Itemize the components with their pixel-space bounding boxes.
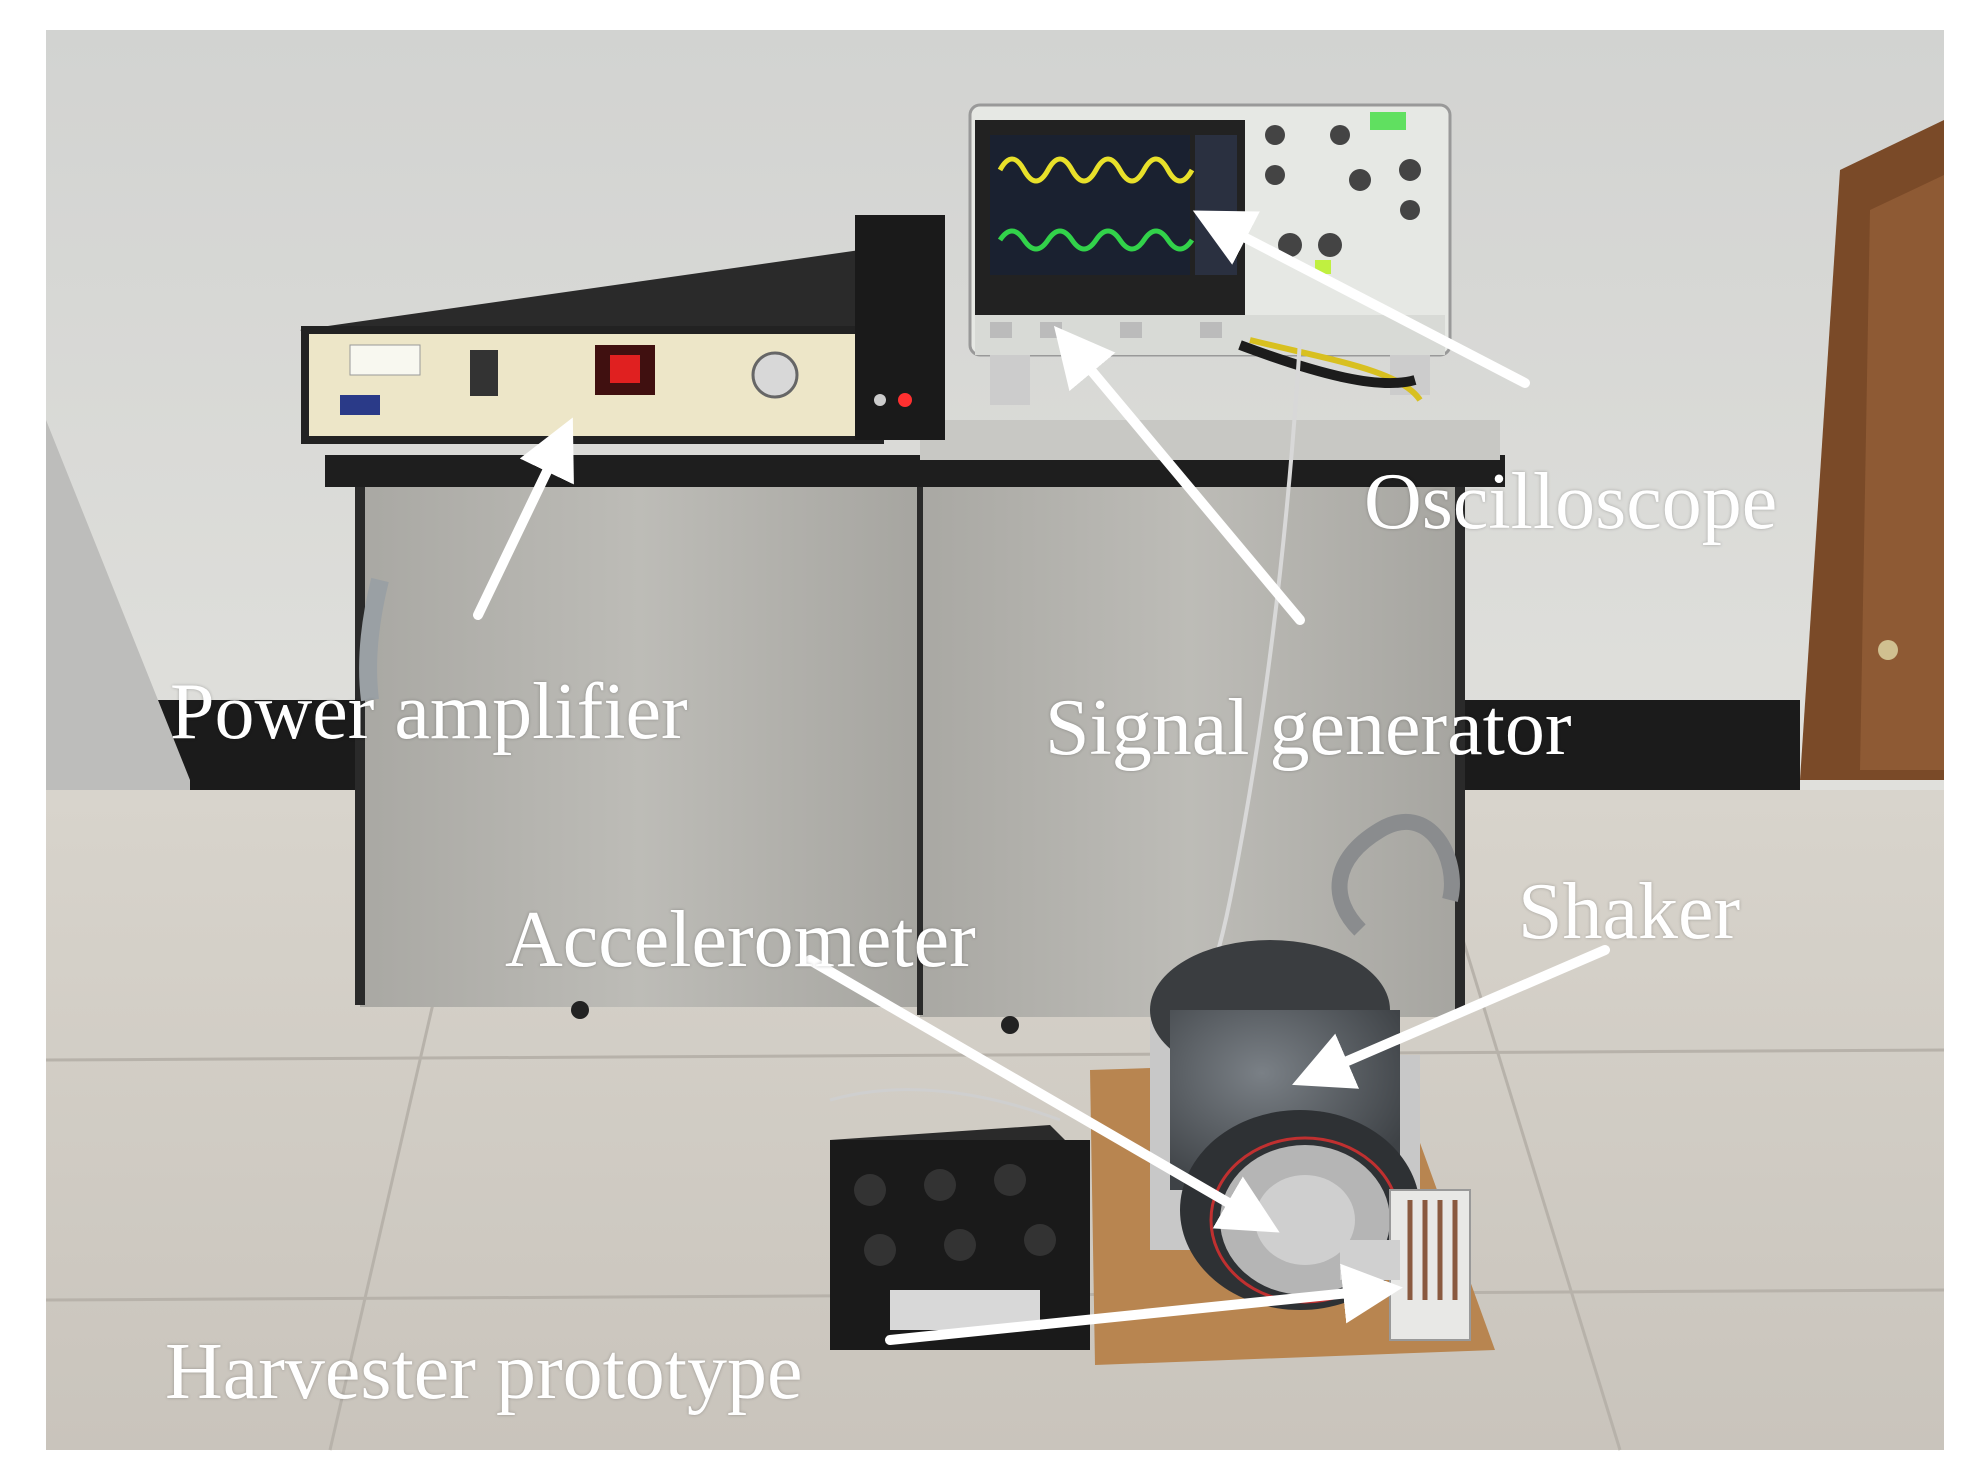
arrow-power-amplifier: [473, 417, 574, 620]
power-amplifier-device: [300, 215, 945, 444]
annotation-arrows: [473, 210, 1610, 1345]
label-signal-generator: Signal generator: [1045, 684, 1572, 772]
label-power-amplifier: Power amplifier: [170, 668, 688, 756]
door: [1800, 120, 1944, 780]
arrow-signal-generator: [1053, 325, 1305, 625]
arrow-harvester-prototype: [885, 1263, 1403, 1345]
arrow-oscilloscope: [1192, 210, 1530, 388]
label-harvester-prototype: Harvester prototype: [165, 1328, 803, 1416]
label-accelerometer: Accelerometer: [505, 896, 976, 984]
arrow-shaker: [1292, 945, 1610, 1089]
label-shaker: Shaker: [1518, 868, 1741, 956]
label-oscilloscope: Oscilloscope: [1364, 458, 1778, 546]
arrow-accelerometer: [805, 955, 1280, 1233]
harvester-prototype-device: [1340, 1189, 1471, 1341]
resistor-box: [829, 1088, 1090, 1350]
